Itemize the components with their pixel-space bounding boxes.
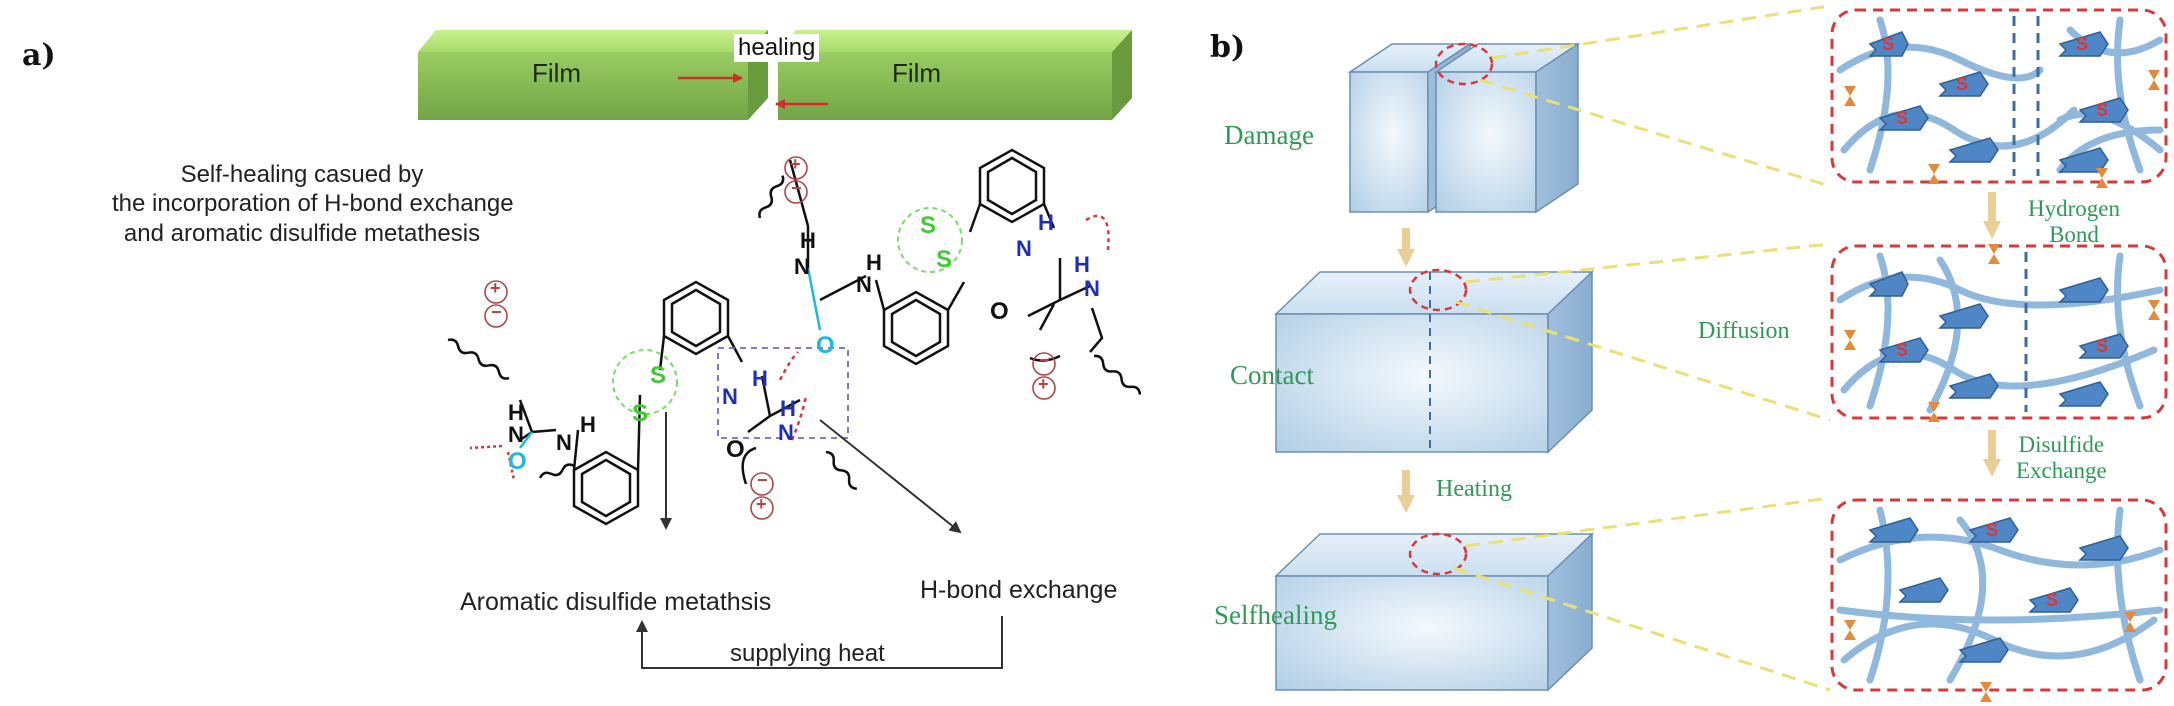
panel-a: a) [22,30,1142,669]
atom-s: S [650,362,667,389]
arrow-to-hbond-exchange [819,419,962,534]
s-glyph: S [1896,108,1909,128]
ion-minus: − [491,302,502,322]
film-left [418,30,768,120]
atom-s: S [920,212,937,239]
label-hydrogen-bond: Hydrogen Bond [2028,196,2120,249]
atom-h: H [1038,210,1054,235]
caption-line-1: Self-healing casued by [180,161,424,188]
label-disulfide-exchange-line-1: Disulfide [2018,432,2105,457]
atom-n: N [1016,236,1032,261]
film-right-label: Film [892,58,942,88]
atom-o: O [726,436,745,463]
stage-contact: Contact [1230,360,1314,390]
molecule-structure [447,148,1142,526]
ion-plus: + [1038,374,1049,394]
micro-block-contact [1830,244,2168,420]
atom-s: S [936,246,953,273]
atom-n: N [508,422,524,447]
atom-n: N [722,384,738,409]
ion-minus: − [1039,350,1050,370]
atom-h: H [508,400,524,425]
atom-o: O [990,298,1009,325]
atom-o: O [508,448,527,475]
caption-line-3: and aromatic disulfide metathesis [123,219,481,247]
label-hydrogen-bond-line-1: Hydrogen [2028,196,2120,221]
hydrogen-bond-markers [1844,70,2160,702]
atom-h: H [580,412,596,437]
ion-minus: − [791,178,802,198]
atom-n: N [556,430,572,455]
atom-n: N [794,254,810,279]
ion-minus: − [757,470,768,490]
box-damage [1347,42,1581,214]
label-hydrogen-bond-line-2: Bond [2049,222,2099,248]
panel-b-diagram [1274,4,2168,702]
s-glyph: S [1986,520,1999,540]
ion-markers [484,156,1056,520]
s-glyph: S [1896,340,1909,360]
stage-selfhealing: Selfhealing [1214,600,1337,630]
film-left-label: Film [532,58,582,88]
s-glyph: S [2076,34,2089,54]
atom-n: N [1084,276,1100,301]
panel-a-diagram [418,30,1142,669]
box-contact [1274,268,1594,454]
caption: Self-healing casued by the incorporation… [112,160,514,248]
atom-h: H [800,228,816,253]
atom-h: H [866,250,882,275]
label-disulfide-exchange: Disulfide Exchange [2016,432,2107,485]
heat-cycle-arrow [636,616,1003,669]
disulfide-chevrons [1868,31,2129,663]
s-glyph: S [1956,74,1969,94]
atom-n: N [856,272,872,297]
ion-plus: + [756,494,767,514]
outcome-metathesis: Aromatic disulfide metathsis [460,588,772,616]
atom-n: N [778,420,794,445]
box-selfhealing [1274,532,1594,692]
cycle-label: supplying heat [730,640,885,667]
atom-h: H [1074,252,1090,277]
atom-s: S [632,400,649,427]
zoom-guides [1453,4,1831,692]
disulfide-circle-right [897,207,963,273]
atom-o: O [816,332,835,359]
s-glyph: S [1882,34,1895,54]
label-heating: Heating [1436,476,1512,502]
panel-a-label: a) [22,38,56,73]
s-glyph: S [2046,590,2059,610]
caption-line-2: the incorporation of H-bond exchange [112,190,514,218]
atom-h: H [780,396,796,421]
stage-damage: Damage [1224,120,1314,150]
label-diffusion: Diffusion [1698,318,1790,344]
panel-b-label: b) [1210,30,1246,65]
healing-label: healing [734,34,820,62]
label-disulfide-exchange-line-2: Exchange [2016,458,2107,484]
s-glyph: S [2096,336,2109,356]
ion-plus: + [490,278,501,298]
film-right [778,30,1132,120]
atom-h: H [752,366,768,391]
ion-plus: + [790,154,801,174]
s-glyph: S [2096,100,2109,120]
panel-b: b) [1180,0,2174,706]
outcome-hbond-exchange: H-bond exchange [920,576,1118,604]
disulfide-circle-left [612,349,678,415]
